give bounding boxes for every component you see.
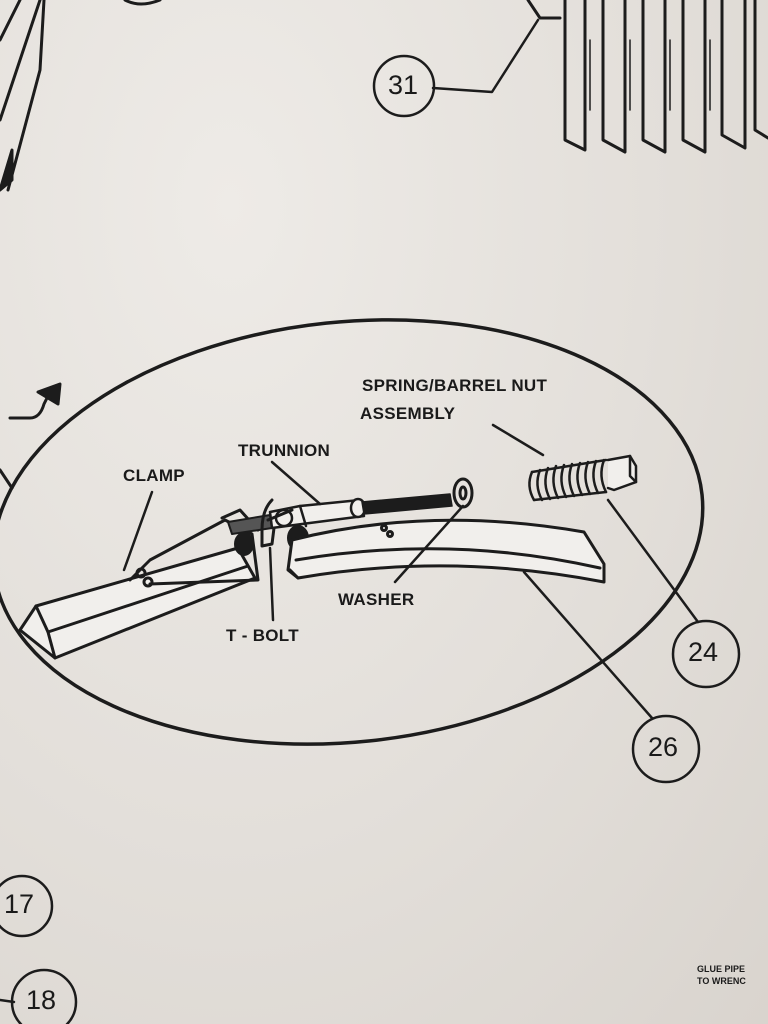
label-washer: WASHER xyxy=(338,590,415,609)
callout-circle-31 xyxy=(372,54,436,118)
leader-31 xyxy=(431,18,540,94)
partial-part-top-left xyxy=(0,0,162,192)
callout-31: 31 xyxy=(388,70,419,100)
callout-24: 24 xyxy=(688,637,719,667)
callout-circle-24 xyxy=(671,619,741,689)
callout-26: 26 xyxy=(648,732,679,762)
footer-note-line2: TO WRENC xyxy=(697,976,746,986)
washer-part xyxy=(452,477,474,509)
leader-18 xyxy=(0,998,16,1004)
curved-arrow-icon xyxy=(8,382,62,420)
pipe-edge-left xyxy=(0,468,14,490)
detail-ellipse xyxy=(0,318,705,746)
grille-part-top-right xyxy=(526,0,768,154)
label-leaders xyxy=(122,423,700,720)
threaded-bolt xyxy=(361,493,453,515)
label-trunnion: TRUNNION xyxy=(238,441,331,460)
spring-barrel-nut xyxy=(528,454,638,502)
exhaust-pipe-segment xyxy=(286,518,606,584)
clamp-strap xyxy=(18,508,260,660)
callout-circle-17 xyxy=(0,874,54,938)
footer-note-line1: GLUE PIPE xyxy=(697,964,746,974)
callout-17: 17 xyxy=(4,889,35,919)
label-spring-line2: ASSEMBLY xyxy=(360,404,456,423)
label-spring-line1: SPRING/BARREL NUT xyxy=(362,376,548,395)
callout-circle-26 xyxy=(631,714,701,784)
t-bolt xyxy=(260,498,294,548)
callout-18: 18 xyxy=(26,985,57,1015)
label-tbolt: T - BOLT xyxy=(226,626,299,645)
label-clamp: CLAMP xyxy=(123,466,185,485)
